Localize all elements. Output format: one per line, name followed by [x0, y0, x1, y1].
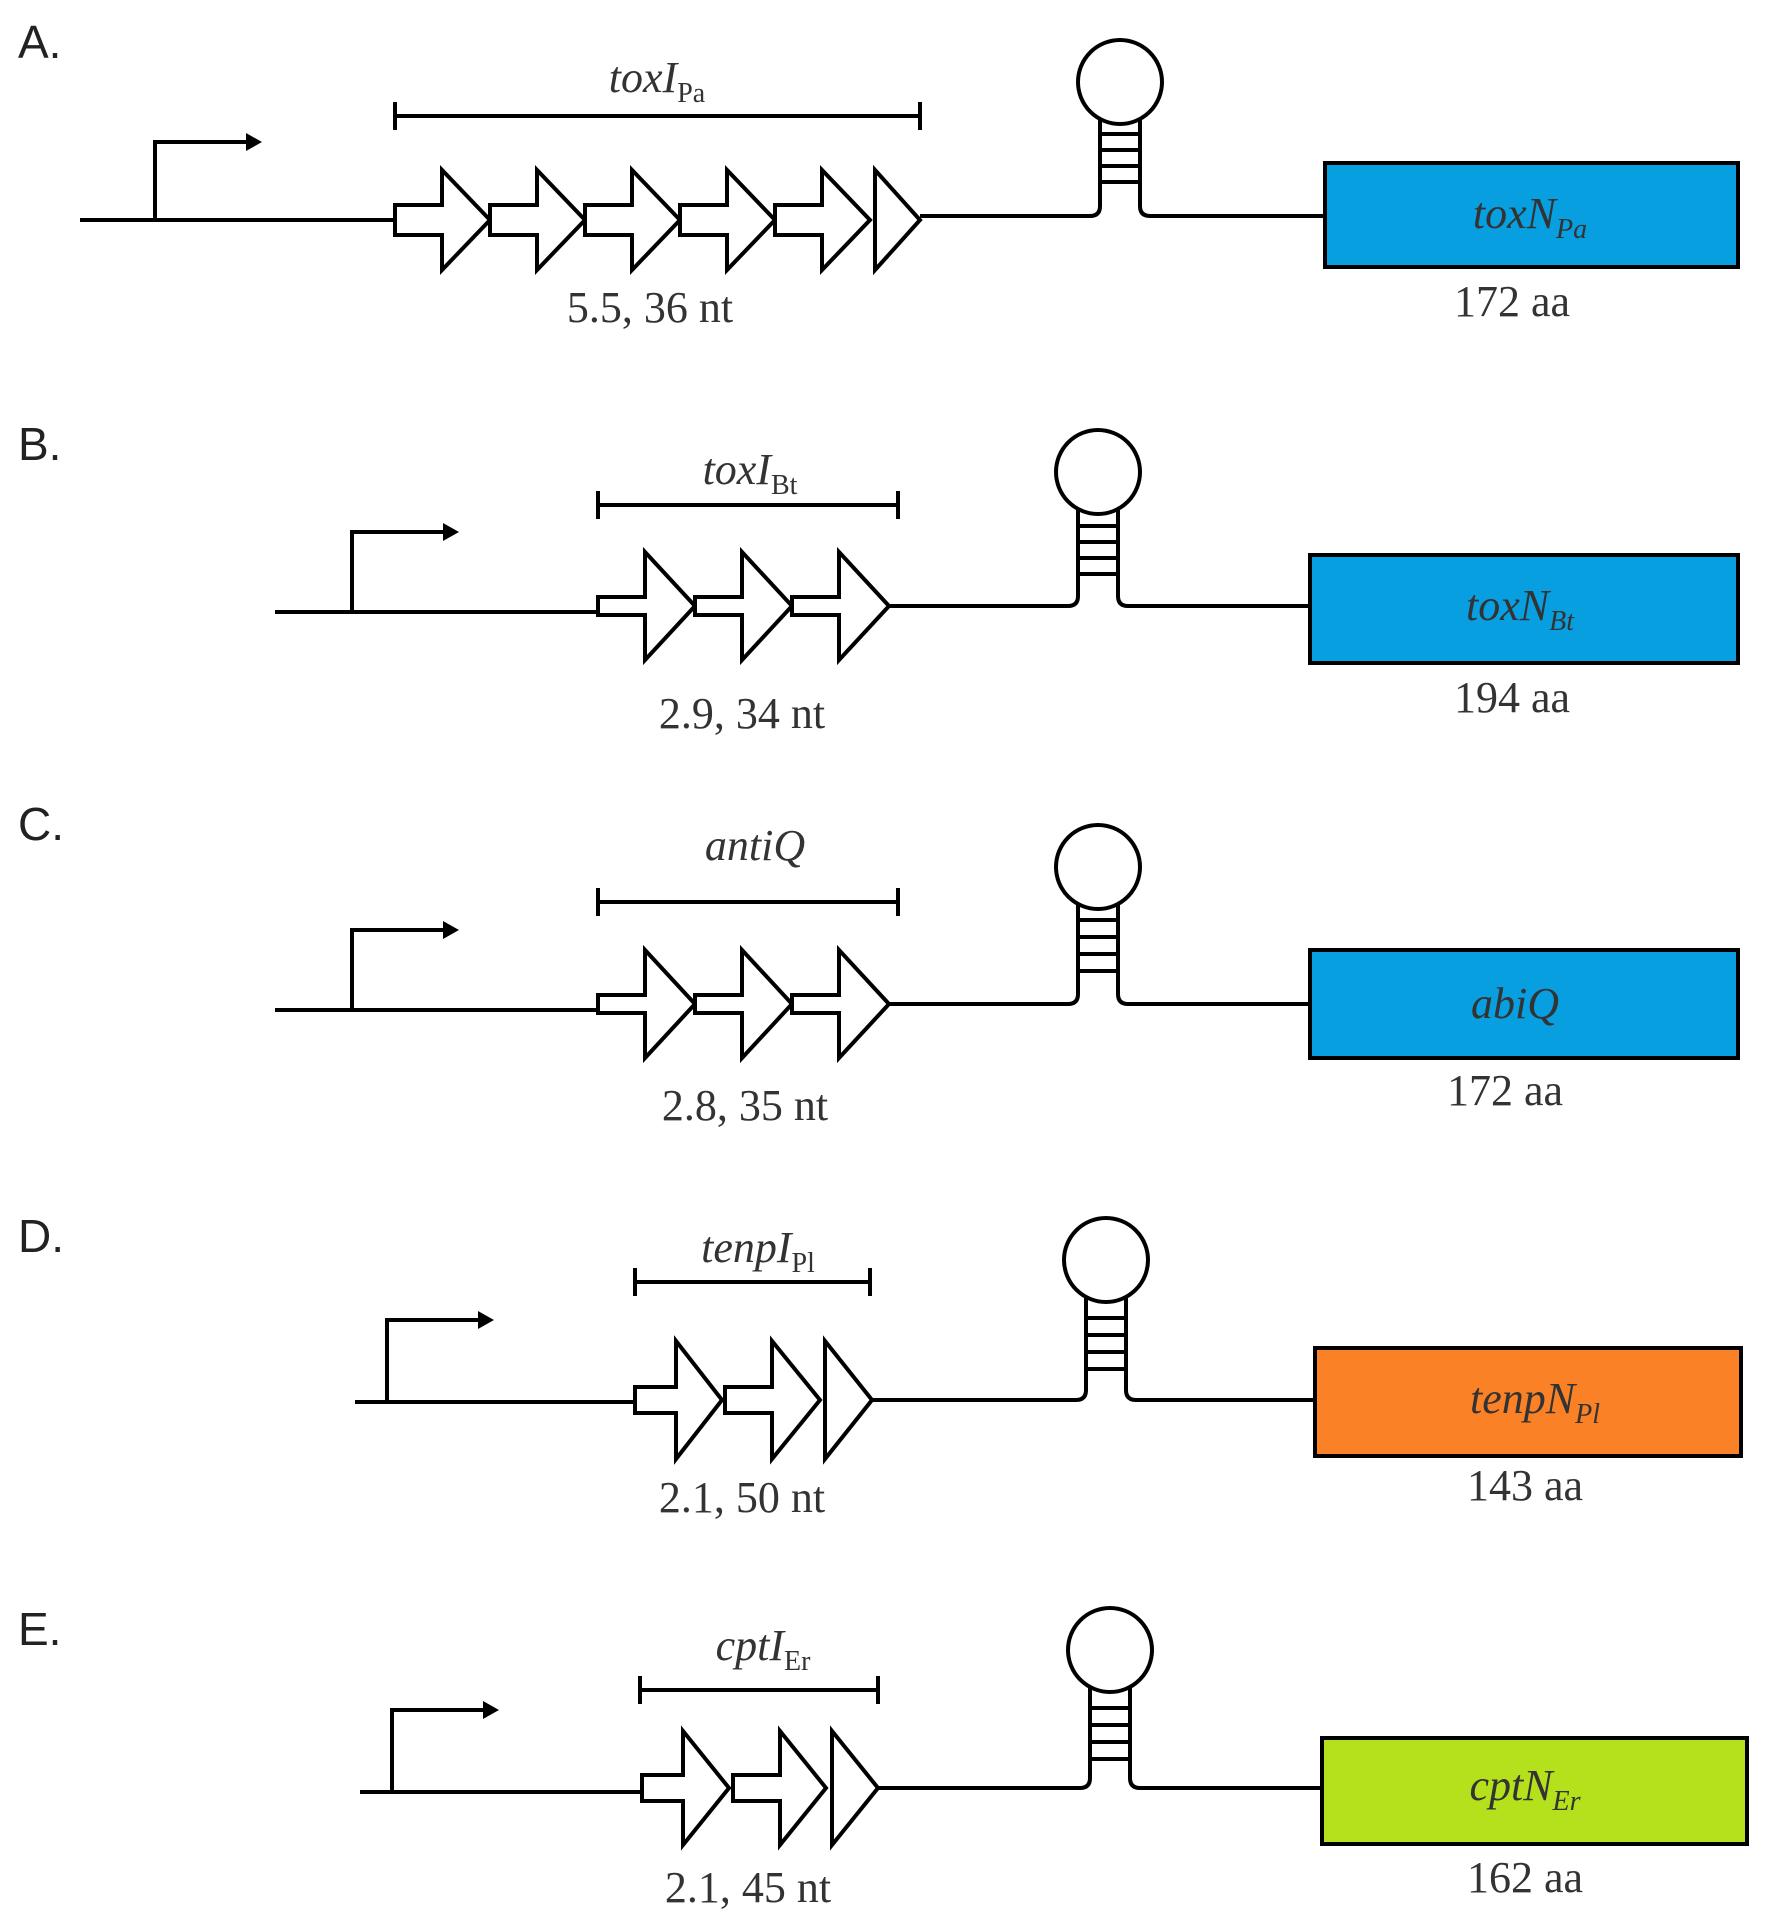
- promoter-arrow-icon: [350, 921, 459, 1010]
- toxin-label: toxNPa: [1473, 189, 1587, 245]
- panel-c: C. antiQ 2.8, 35 nt abiQ 172 aa: [18, 798, 1740, 1130]
- antitoxin-repeats: [596, 546, 892, 666]
- panel-label: E.: [18, 1603, 61, 1655]
- toxin-subscript: Er: [1552, 1786, 1581, 1817]
- antitoxin-label: cptIEr: [716, 1621, 812, 1677]
- repeats-caption: 2.8, 35 nt: [662, 1081, 828, 1130]
- antitoxin-name: toxI: [609, 53, 680, 102]
- repeats-caption: 5.5, 36 nt: [567, 283, 733, 332]
- antitoxin-subscript: Bt: [771, 470, 798, 501]
- antitoxin-bracket: [633, 1268, 872, 1296]
- toxin-subscript: Pl: [1574, 1399, 1600, 1430]
- repeats-caption: 2.9, 34 nt: [659, 689, 825, 738]
- antitoxin-name: tenpI: [701, 1223, 794, 1272]
- terminator-hairpin-icon: [878, 1606, 1322, 1790]
- antitoxin-bracket: [638, 1676, 880, 1704]
- promoter-arrow-icon: [350, 523, 459, 612]
- terminator-hairpin-icon: [920, 38, 1325, 218]
- terminator-hairpin-icon: [889, 428, 1310, 608]
- panel-b: B. toxIBt 2.9, 34 nt toxNBt 194 aa: [18, 418, 1740, 738]
- toxin-name: abiQ: [1471, 979, 1559, 1028]
- toxin-length: 143 aa: [1467, 1461, 1583, 1510]
- antitoxin-bracket: [393, 102, 922, 130]
- promoter-arrow-icon: [390, 1701, 499, 1792]
- toxin-gene-box: [1323, 161, 1740, 269]
- toxin-name: cptN: [1469, 1761, 1555, 1810]
- toxin-subscript: Pa: [1555, 214, 1587, 245]
- terminator-hairpin-icon: [872, 1216, 1315, 1402]
- antitoxin-repeats: [640, 1725, 881, 1851]
- panel-a: A. toxIPa 5.5, 36 nt: [18, 16, 1740, 332]
- antitoxin-subscript: Pl: [792, 1248, 816, 1279]
- antitoxin-repeats: [633, 1335, 875, 1465]
- toxin-gene-box: [1308, 948, 1740, 1060]
- toxin-name: toxN: [1466, 581, 1552, 630]
- panel-d: D. tenpIPl 2.1, 50 nt tenpNPl 143 aa: [18, 1210, 1743, 1522]
- antitoxin-subscript: Pa: [677, 78, 706, 109]
- repeats-caption: 2.1, 50 nt: [659, 1473, 825, 1522]
- antitoxin-name: toxI: [703, 445, 774, 494]
- toxin-label: abiQ: [1471, 979, 1559, 1028]
- antitoxin-label: toxIBt: [703, 445, 798, 501]
- toxin-length: 194 aa: [1454, 673, 1570, 722]
- antitoxin-repeats: [596, 944, 892, 1064]
- panel-label: B.: [18, 418, 61, 470]
- toxin-length: 162 aa: [1467, 1853, 1583, 1902]
- panel-label: A.: [18, 16, 61, 68]
- repeats-caption: 2.1, 45 nt: [665, 1863, 831, 1912]
- antitoxin-repeats: [393, 164, 923, 276]
- toxin-gene-box: [1308, 553, 1740, 665]
- toxin-gene-box: [1320, 1736, 1749, 1846]
- antitoxin-subscript: Er: [784, 1646, 811, 1677]
- toxin-label: cptNEr: [1469, 1761, 1580, 1817]
- promoter-arrow-icon: [385, 1311, 494, 1402]
- toxin-label: tenpNPl: [1470, 1374, 1600, 1430]
- panel-label: D.: [18, 1210, 64, 1262]
- toxin-length: 172 aa: [1447, 1066, 1563, 1115]
- toxin-name: toxN: [1473, 189, 1559, 238]
- antitoxin-bracket: [596, 491, 900, 519]
- panel-label: C.: [18, 798, 64, 850]
- antitoxin-bracket: [596, 888, 900, 916]
- toxin-name: tenpN: [1470, 1374, 1578, 1423]
- toxin-length: 172 aa: [1454, 277, 1570, 326]
- toxin-subscript: Bt: [1549, 606, 1575, 637]
- toxin-label: toxNBt: [1466, 581, 1575, 637]
- antitoxin-label: toxIPa: [609, 53, 706, 109]
- terminator-hairpin-icon: [889, 823, 1310, 1006]
- antitoxin-name: antiQ: [705, 821, 805, 870]
- antitoxin-name: cptI: [716, 1621, 787, 1670]
- panel-e: E. cptIEr 2.1, 45 nt cptNEr 162 aa: [18, 1603, 1749, 1912]
- toxin-gene-box: [1313, 1346, 1743, 1458]
- antitoxin-label: antiQ: [705, 821, 805, 870]
- antitoxin-label: tenpIPl: [701, 1223, 815, 1279]
- promoter-arrow-icon: [153, 133, 262, 220]
